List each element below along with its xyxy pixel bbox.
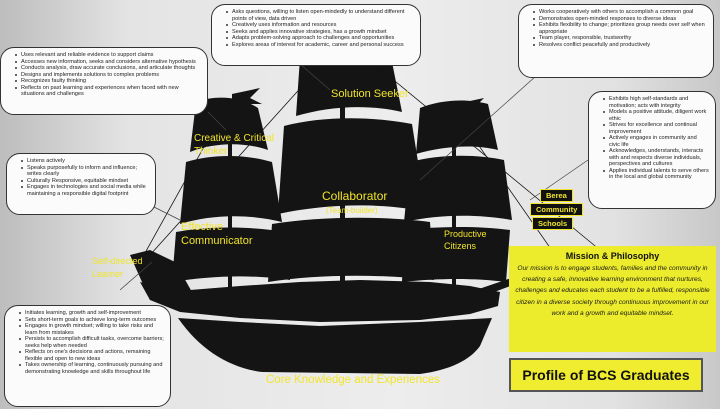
bullet-item: Culturally Responsive, equitable mindset: [21, 178, 149, 185]
banner-berea: Berea: [540, 189, 573, 202]
mission-box: Mission & Philosophy Our mission is to e…: [509, 246, 716, 352]
ship-sail-1b: [180, 156, 282, 224]
bullet-item: Adapts problem-solving approach to chall…: [226, 35, 414, 42]
self-directed-bubble: Initiates learning, growth and self-impr…: [4, 305, 171, 407]
bullet-item: Works cooperatively with others to accom…: [533, 9, 707, 16]
mission-title: Mission & Philosophy: [565, 251, 660, 261]
bullet-item: Initiates learning, growth and self-impr…: [19, 310, 164, 317]
ship-lower-hull: [178, 318, 492, 374]
effective-communicator-label-1: Effective: [181, 221, 223, 233]
bullet-item: Models a positive attitude, diligent wor…: [603, 109, 709, 122]
bullet-item: Conducts analysis, draw accurate conclus…: [15, 65, 201, 72]
bullet-item: Recognizes faulty thinking: [15, 78, 201, 85]
productive-citizens-label-1: Productive: [444, 229, 487, 239]
bullet-item: Team player, responsible, trustworthy: [533, 35, 707, 42]
mission-text: Our mission is to engage students, famil…: [515, 265, 710, 317]
bullet-item: Seeks and applies innovative strategies,…: [226, 29, 414, 36]
bullet-item: Acknowledges, understands, interacts wit…: [603, 148, 709, 168]
bullet-item: Designs and implements solutions to comp…: [15, 72, 201, 79]
bullet-item: Strives for excellence and continual imp…: [603, 122, 709, 135]
bullet-item: Explores areas of interest for academic,…: [226, 42, 414, 49]
productive-citizens-bubble: Exhibits high self-standards and motivat…: [588, 91, 716, 209]
bullet-item: Asks questions, willing to listen open-m…: [226, 9, 414, 22]
collaborator-bubble: Works cooperatively with others to accom…: [518, 4, 714, 78]
bullet-item: Exhibits high self-standards and motivat…: [603, 96, 709, 109]
ship-sail-3c: [402, 227, 510, 282]
creative-thinker-label-2: Thinker: [194, 146, 228, 157]
ship-sail-2c: [268, 217, 434, 282]
bullet-item: Engages in technologies and social media…: [21, 184, 149, 197]
effective-communicator-label-2: Communicator: [181, 235, 253, 247]
bullet-item: Takes ownership of learning, continuousl…: [19, 362, 164, 375]
profile-title: Profile of BCS Graduates: [509, 358, 703, 392]
bullet-item: Listens actively: [21, 158, 149, 165]
collaborator-label: Collaborator: [322, 189, 388, 203]
bullet-item: Actively engages in community and civic …: [603, 135, 709, 148]
ship-stern: [130, 250, 192, 300]
self-directed-label-1: Self-directed: [92, 256, 143, 266]
creative-thinker-bubble: Uses relevant and reliable evidence to s…: [0, 47, 208, 115]
ship-hull: [140, 280, 500, 322]
ship-sail-1a: [190, 97, 268, 152]
ship-sail-2b: [278, 118, 426, 214]
bullet-item: Uses relevant and reliable evidence to s…: [15, 52, 201, 59]
ship-sail-1c: [172, 227, 290, 282]
bullet-item: Reflects on past learning and experience…: [15, 85, 201, 98]
bullet-item: Applies individual talents to serve othe…: [603, 168, 709, 181]
solution-seeker-label: Solution Seeker: [331, 88, 409, 100]
bullet-item: Persists to accomplish difficult tasks, …: [19, 336, 164, 349]
bullet-item: Reflects on one's decisions and actions,…: [19, 349, 164, 362]
bullet-item: Exhibits flexibility to change; prioriti…: [533, 22, 707, 35]
core-knowledge-label: Core Knowledge and Experiences: [266, 374, 440, 386]
ship-flag-3: [456, 98, 486, 114]
creative-thinker-label-1: Creative & Critical: [194, 133, 275, 144]
bullet-item: Creatively uses information and resource…: [226, 22, 414, 29]
self-directed-label-2: Learner: [92, 269, 124, 279]
bullet-item: Speaks purposefully to inform and influe…: [21, 165, 149, 178]
ship-sail-3b: [404, 155, 512, 222]
ship-flag-1: [232, 88, 262, 104]
productive-citizens-label-2: Citizens: [444, 241, 477, 251]
bullet-item: Demonstrates open-minded responses to di…: [533, 16, 707, 23]
collaborator-sublabel: (Team-builder): [326, 206, 378, 215]
bullet-item: Sets short-term goals to achieve long-te…: [19, 317, 164, 324]
banner-schools: Schools: [532, 217, 574, 230]
bullet-item: Engages in growth mindset; willing to ta…: [19, 323, 164, 336]
solution-seeker-bubble: Asks questions, willing to listen open-m…: [211, 4, 421, 66]
banner-community: Community: [530, 203, 584, 216]
bullet-item: Resolves conflict peacefully and product…: [533, 42, 707, 49]
bullet-item: Accesses new information, seeks and cons…: [15, 59, 201, 66]
